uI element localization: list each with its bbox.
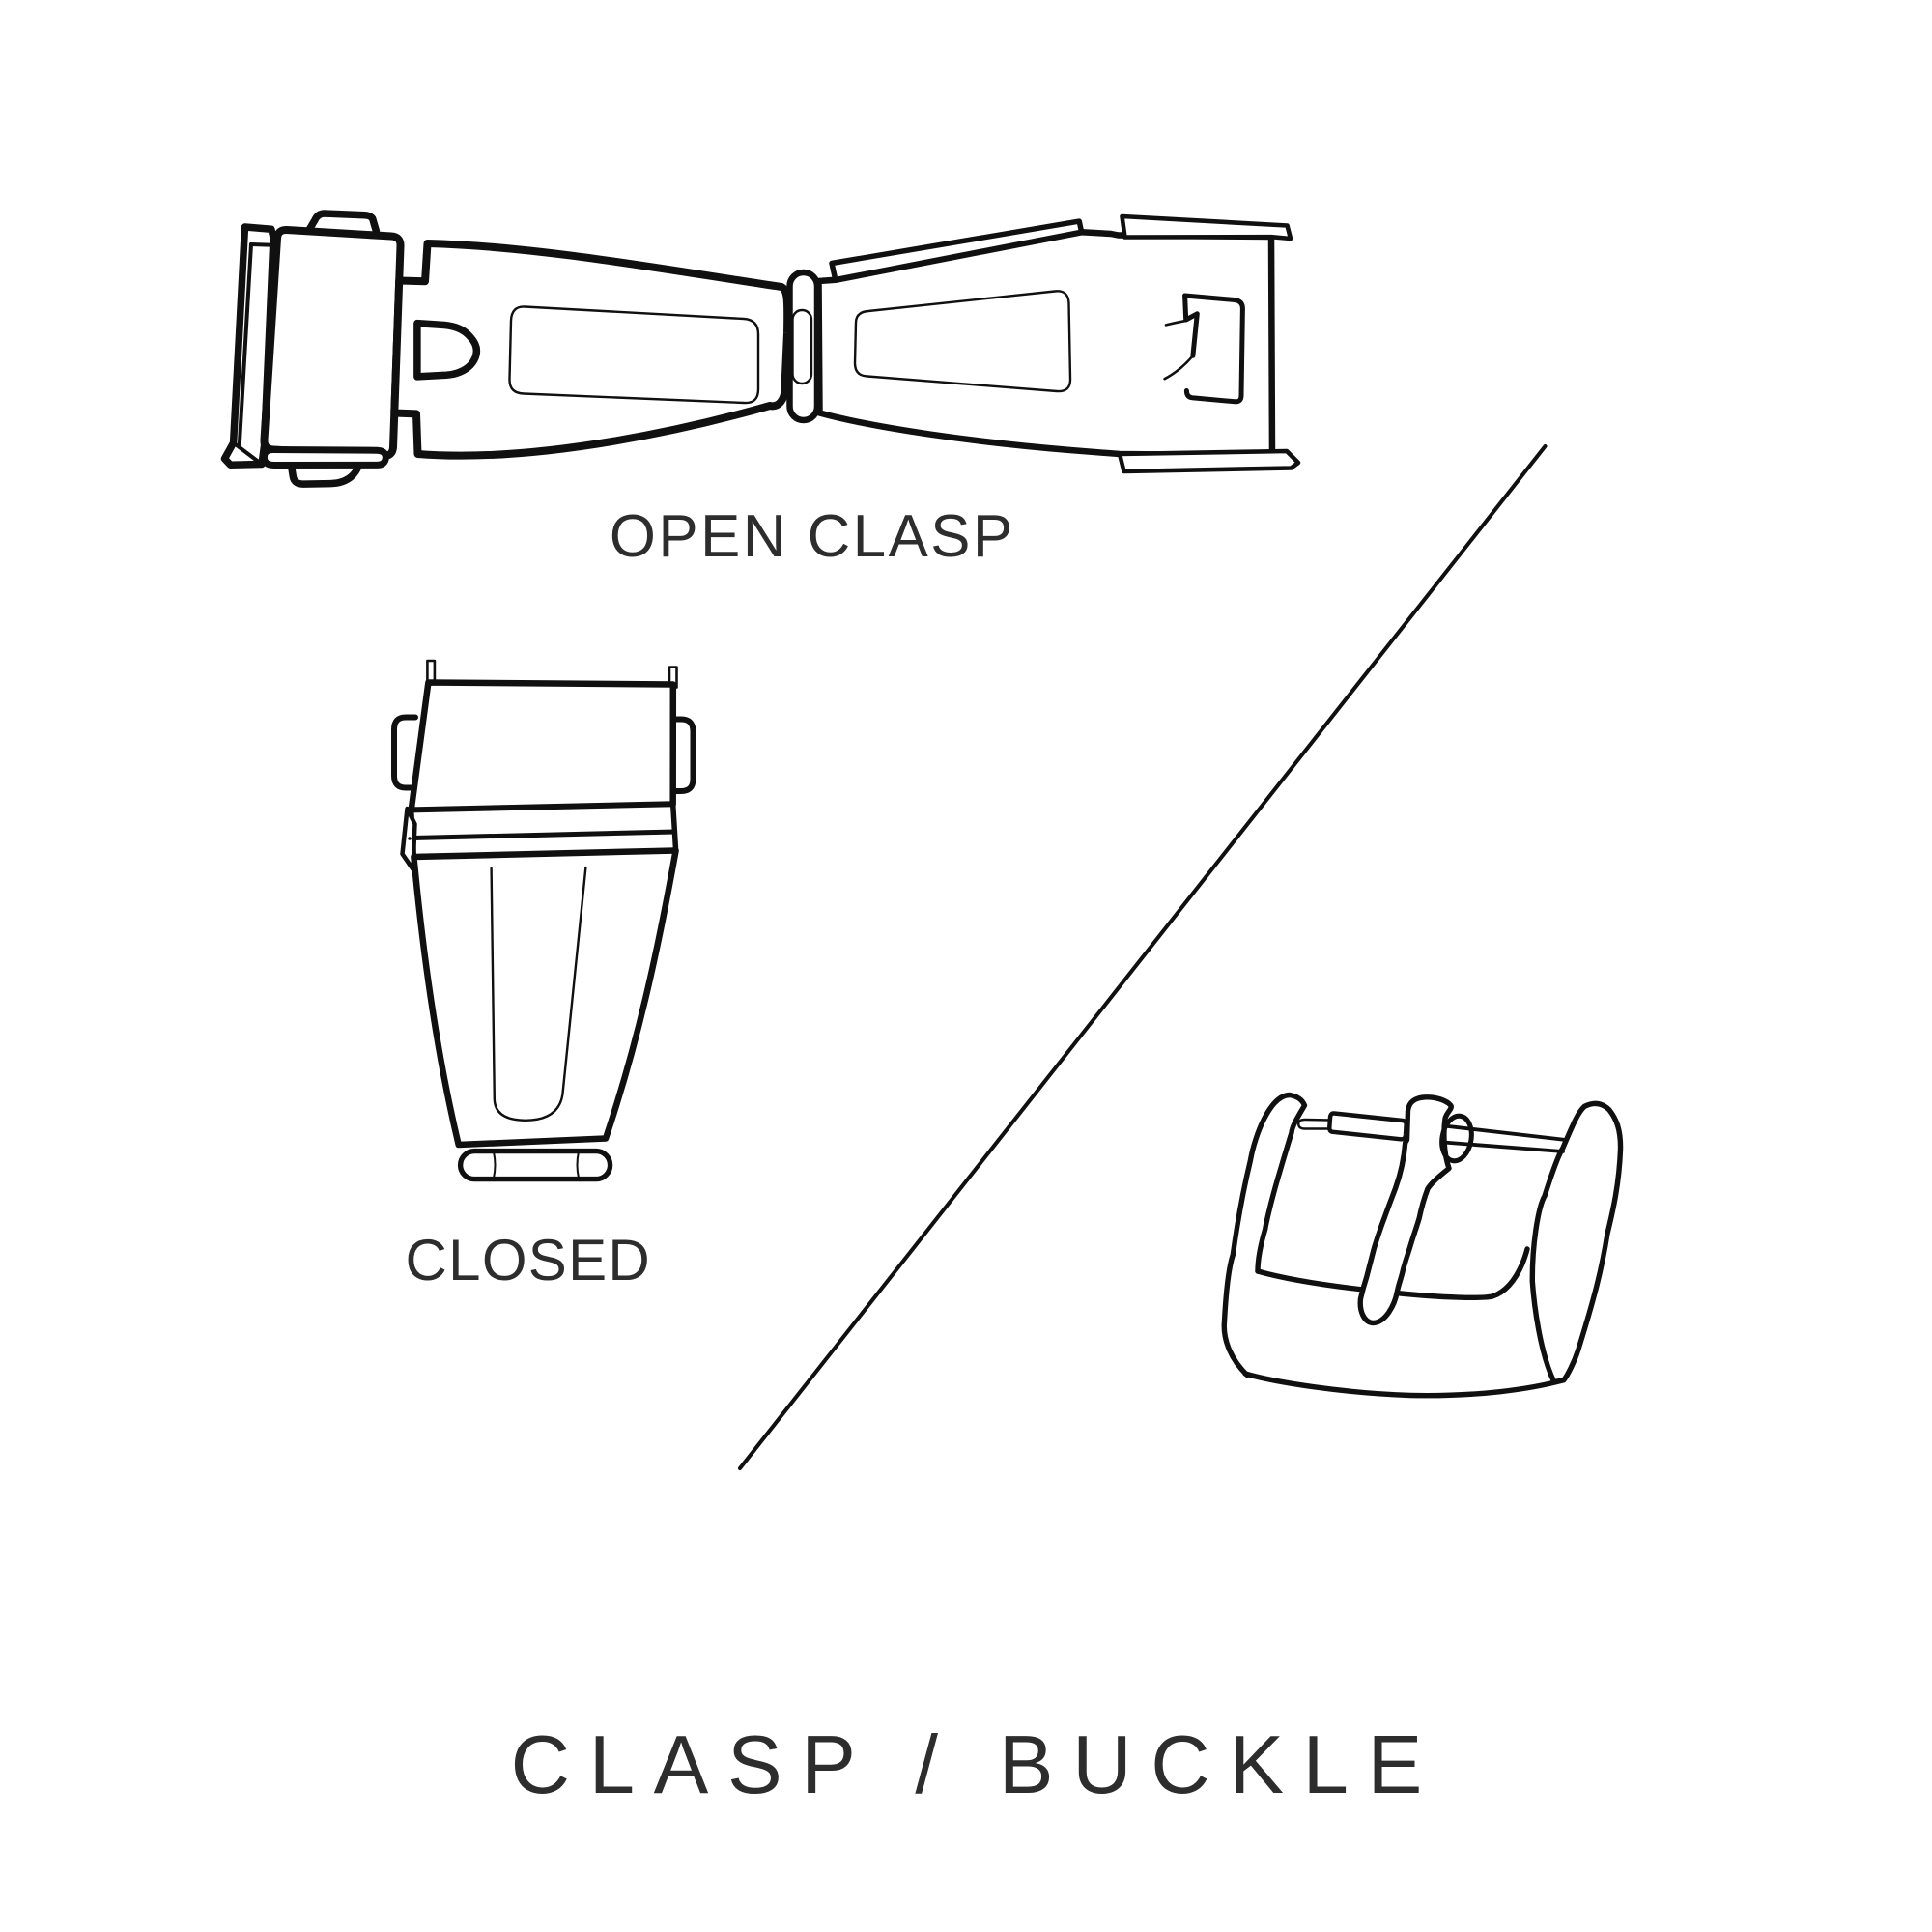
svg-text:OPEN CLASP: OPEN CLASP bbox=[610, 503, 1015, 570]
svg-text:CLOSED: CLOSED bbox=[406, 1228, 652, 1293]
svg-text:CLASP / BUCKLE: CLASP / BUCKLE bbox=[511, 1719, 1441, 1811]
